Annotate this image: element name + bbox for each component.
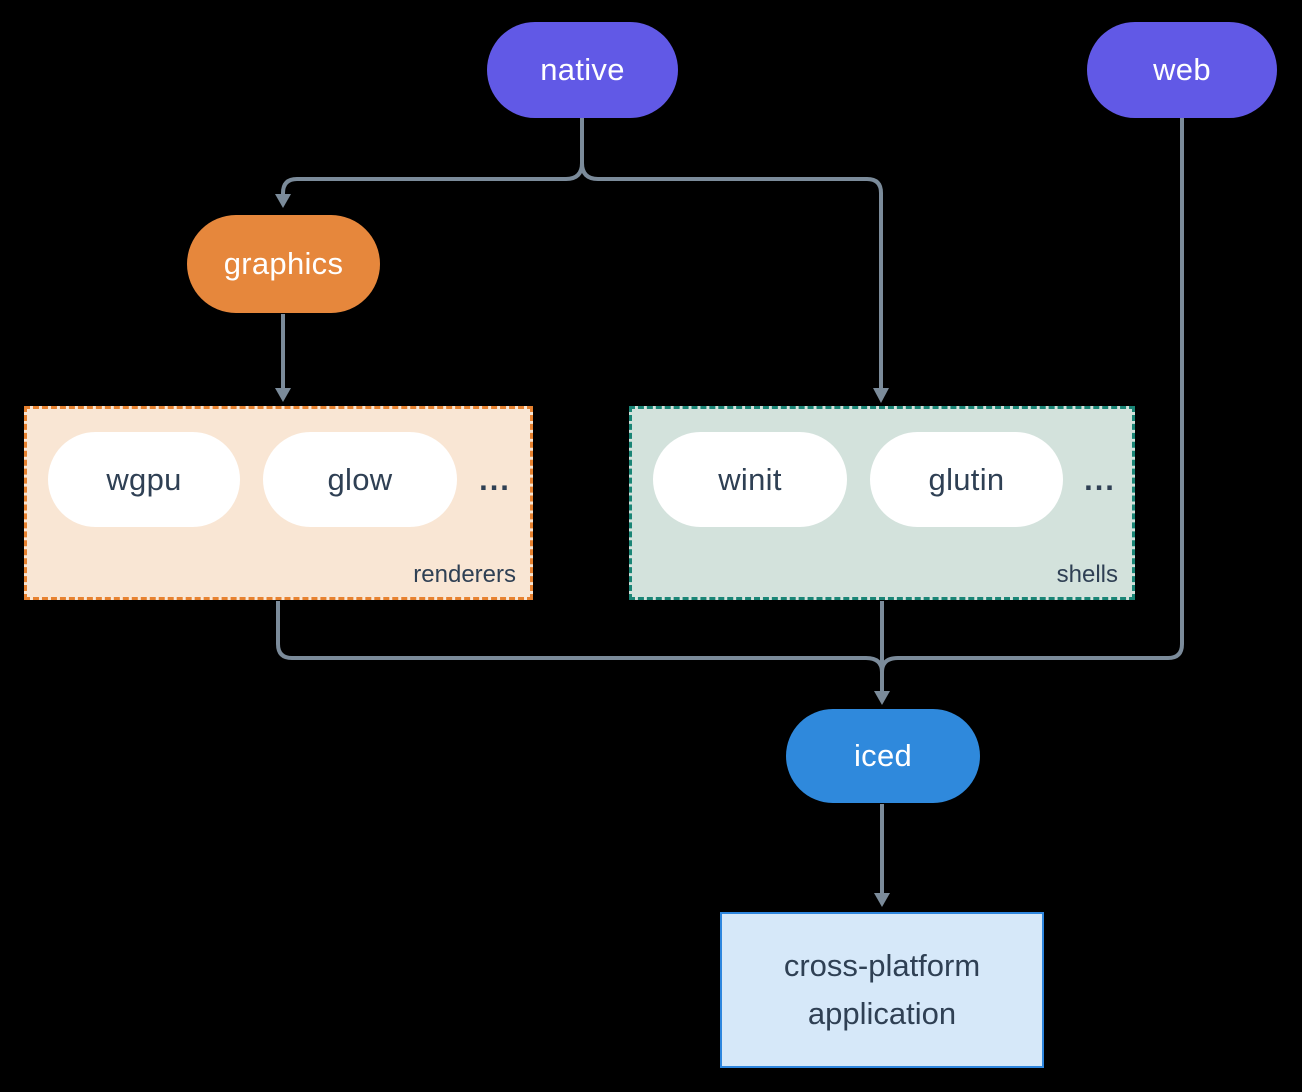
node-graphics: graphics — [187, 215, 380, 313]
node-iced: iced — [786, 709, 980, 803]
arrowhead-shells — [873, 388, 889, 403]
node-winit-label: winit — [718, 461, 782, 497]
node-web: web — [1087, 22, 1277, 118]
edge-native-stub — [565, 116, 599, 181]
node-iced-label: iced — [853, 738, 913, 773]
edge-renderers-iced — [276, 601, 866, 660]
node-glow-label: glow — [327, 461, 393, 497]
edge-native-shells — [598, 177, 883, 389]
shells-group-label: shells — [1056, 561, 1118, 588]
node-graphics-label: graphics — [223, 246, 344, 281]
node-native: native — [487, 22, 678, 118]
renderers-ellipsis: ... — [479, 461, 511, 497]
node-wgpu-label: wgpu — [106, 461, 182, 497]
node-winit: winit — [653, 432, 847, 527]
edge-native-graphics — [281, 177, 566, 196]
node-native-label: native — [540, 52, 625, 87]
node-glow: glow — [263, 432, 457, 527]
node-web-label: web — [1153, 52, 1211, 87]
group-shells: winit glutin ... shells — [629, 406, 1135, 600]
node-glutin-label: glutin — [928, 461, 1005, 497]
group-renderers: wgpu glow ... renderers — [24, 406, 533, 600]
arrowhead-iced — [874, 691, 890, 705]
renderers-group-label: renderers — [413, 561, 516, 588]
node-app-label: cross-platform application — [783, 947, 981, 1031]
arrowhead-graphics — [275, 194, 291, 208]
arrowhead-app — [874, 893, 890, 907]
node-glutin: glutin — [870, 432, 1063, 527]
edge-web-iced — [898, 116, 1184, 660]
arrowhead-renderers — [275, 388, 291, 402]
shells-ellipsis: ... — [1084, 461, 1116, 497]
node-cross-platform-application: cross-platform application — [720, 912, 1044, 1068]
node-wgpu: wgpu — [48, 432, 240, 527]
